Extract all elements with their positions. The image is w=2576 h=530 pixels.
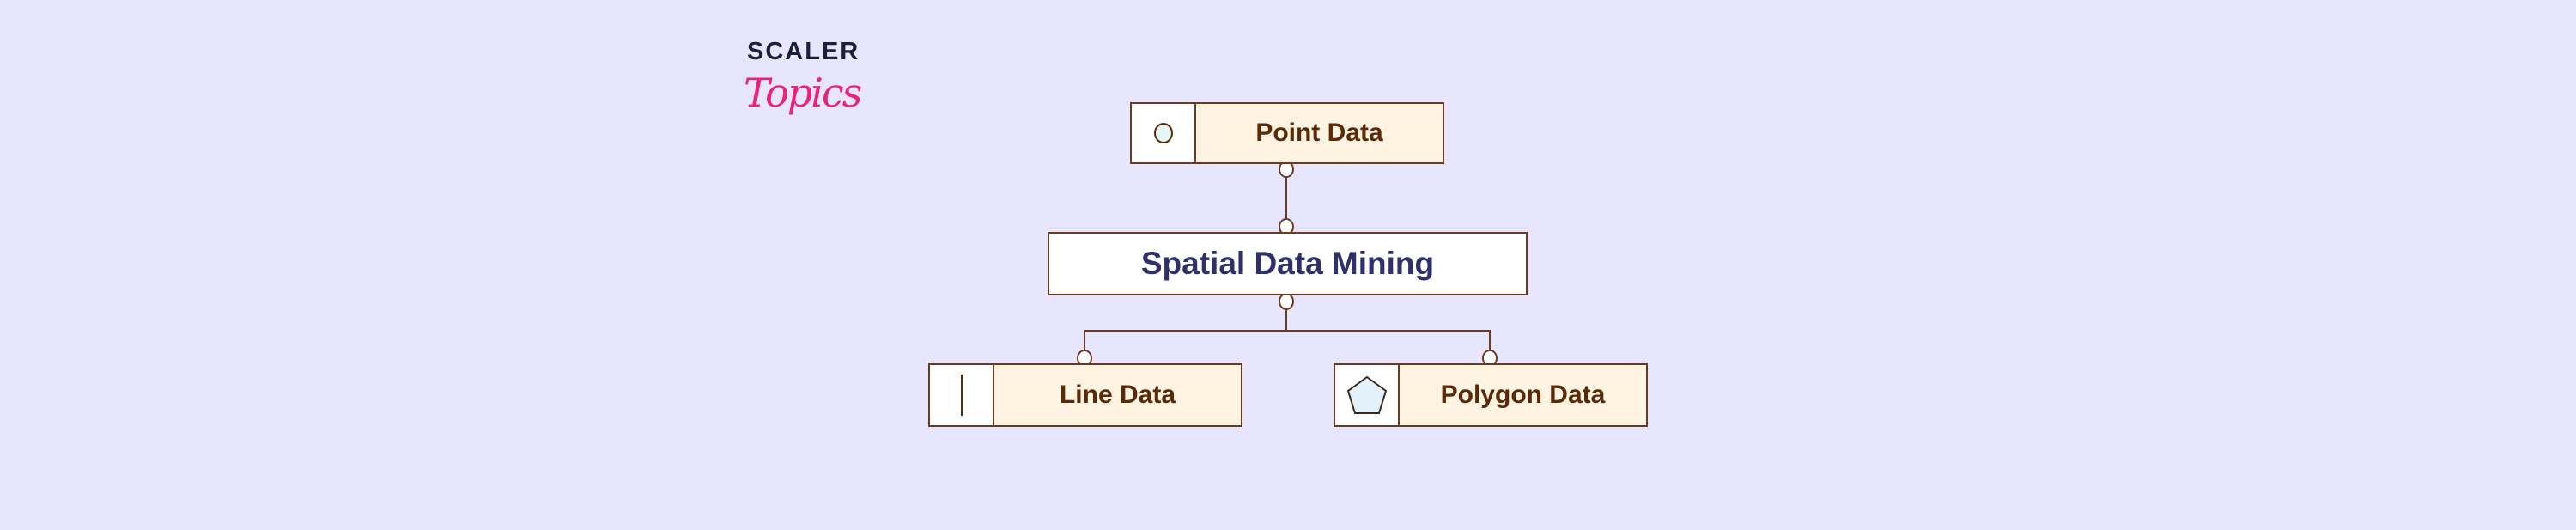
node-line-data: Line Data (928, 363, 1242, 427)
node-point-data: Point Data (1130, 102, 1444, 164)
circle-icon (1132, 104, 1196, 162)
logo-topics-text: Topics (744, 70, 862, 116)
pentagon-icon (1335, 365, 1400, 425)
node-label: Line Data (1059, 381, 1176, 409)
node-label: Polygon Data (1440, 381, 1606, 409)
node-label: Point Data (1255, 119, 1383, 147)
scaler-topics-logo: SCALER Topics (744, 38, 864, 132)
node-spatial-data-mining: Spatial Data Mining (1048, 232, 1528, 295)
root-label: Spatial Data Mining (1140, 246, 1435, 281)
connector-end-icon (1279, 293, 1294, 310)
connector-branch (1084, 330, 1491, 358)
line-icon (930, 365, 994, 425)
node-polygon-data: Polygon Data (1334, 363, 1648, 427)
logo-scaler-text: SCALER (747, 38, 860, 65)
